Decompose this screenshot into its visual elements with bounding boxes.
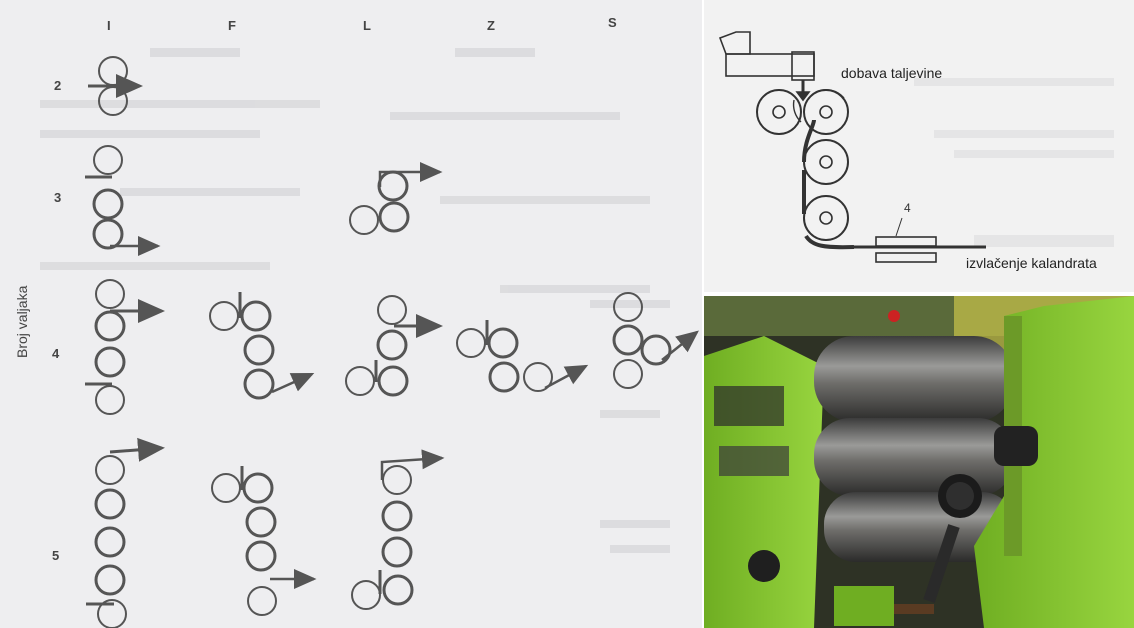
config-4-L <box>346 296 440 395</box>
calender-configuration-figure: I F L Z S 2 3 4 5 Broj valjaka <box>0 0 702 628</box>
extruder-feeder <box>720 32 814 100</box>
row-number-5: 5 <box>52 548 59 563</box>
column-header-I: I <box>107 18 111 33</box>
column-header-F: F <box>228 18 236 33</box>
config-3-I <box>85 146 158 248</box>
machine-frame-left <box>704 336 824 628</box>
row-number-2: 2 <box>54 78 61 93</box>
part-number-label: 4 <box>904 201 911 215</box>
config-4-I <box>85 280 162 414</box>
config-4-F <box>210 292 312 398</box>
config-5-F <box>212 466 314 615</box>
column-header-S: S <box>608 15 617 30</box>
calender-schematic-figure: dobava taljevine 4 izvlačenje kalandrata <box>704 0 1134 292</box>
column-header-L: L <box>363 18 371 33</box>
faded-background-text <box>914 78 1114 247</box>
configuration-diagram-svg: I F L Z S 2 3 4 5 Broj valjaka <box>0 0 702 628</box>
machine-photo-illustration <box>704 296 1134 628</box>
config-5-I <box>86 448 162 628</box>
row-number-3: 3 <box>54 190 61 205</box>
y-axis-label: Broj valjaka <box>14 285 30 358</box>
calender-rolls <box>757 90 854 247</box>
faded-background-text <box>40 48 670 553</box>
steel-rollers <box>814 336 1014 562</box>
feed-label: dobava taljevine <box>841 65 942 81</box>
config-3-L <box>350 172 440 234</box>
output-label: izvlačenje kalandrata <box>966 255 1097 271</box>
config-4-Z <box>457 320 586 391</box>
calender-schematic-svg: dobava taljevine 4 izvlačenje kalandrata <box>704 0 1134 292</box>
config-5-L <box>352 458 442 609</box>
row-number-4: 4 <box>52 346 60 361</box>
calender-machine-photo <box>704 296 1134 628</box>
column-header-Z: Z <box>487 18 495 33</box>
